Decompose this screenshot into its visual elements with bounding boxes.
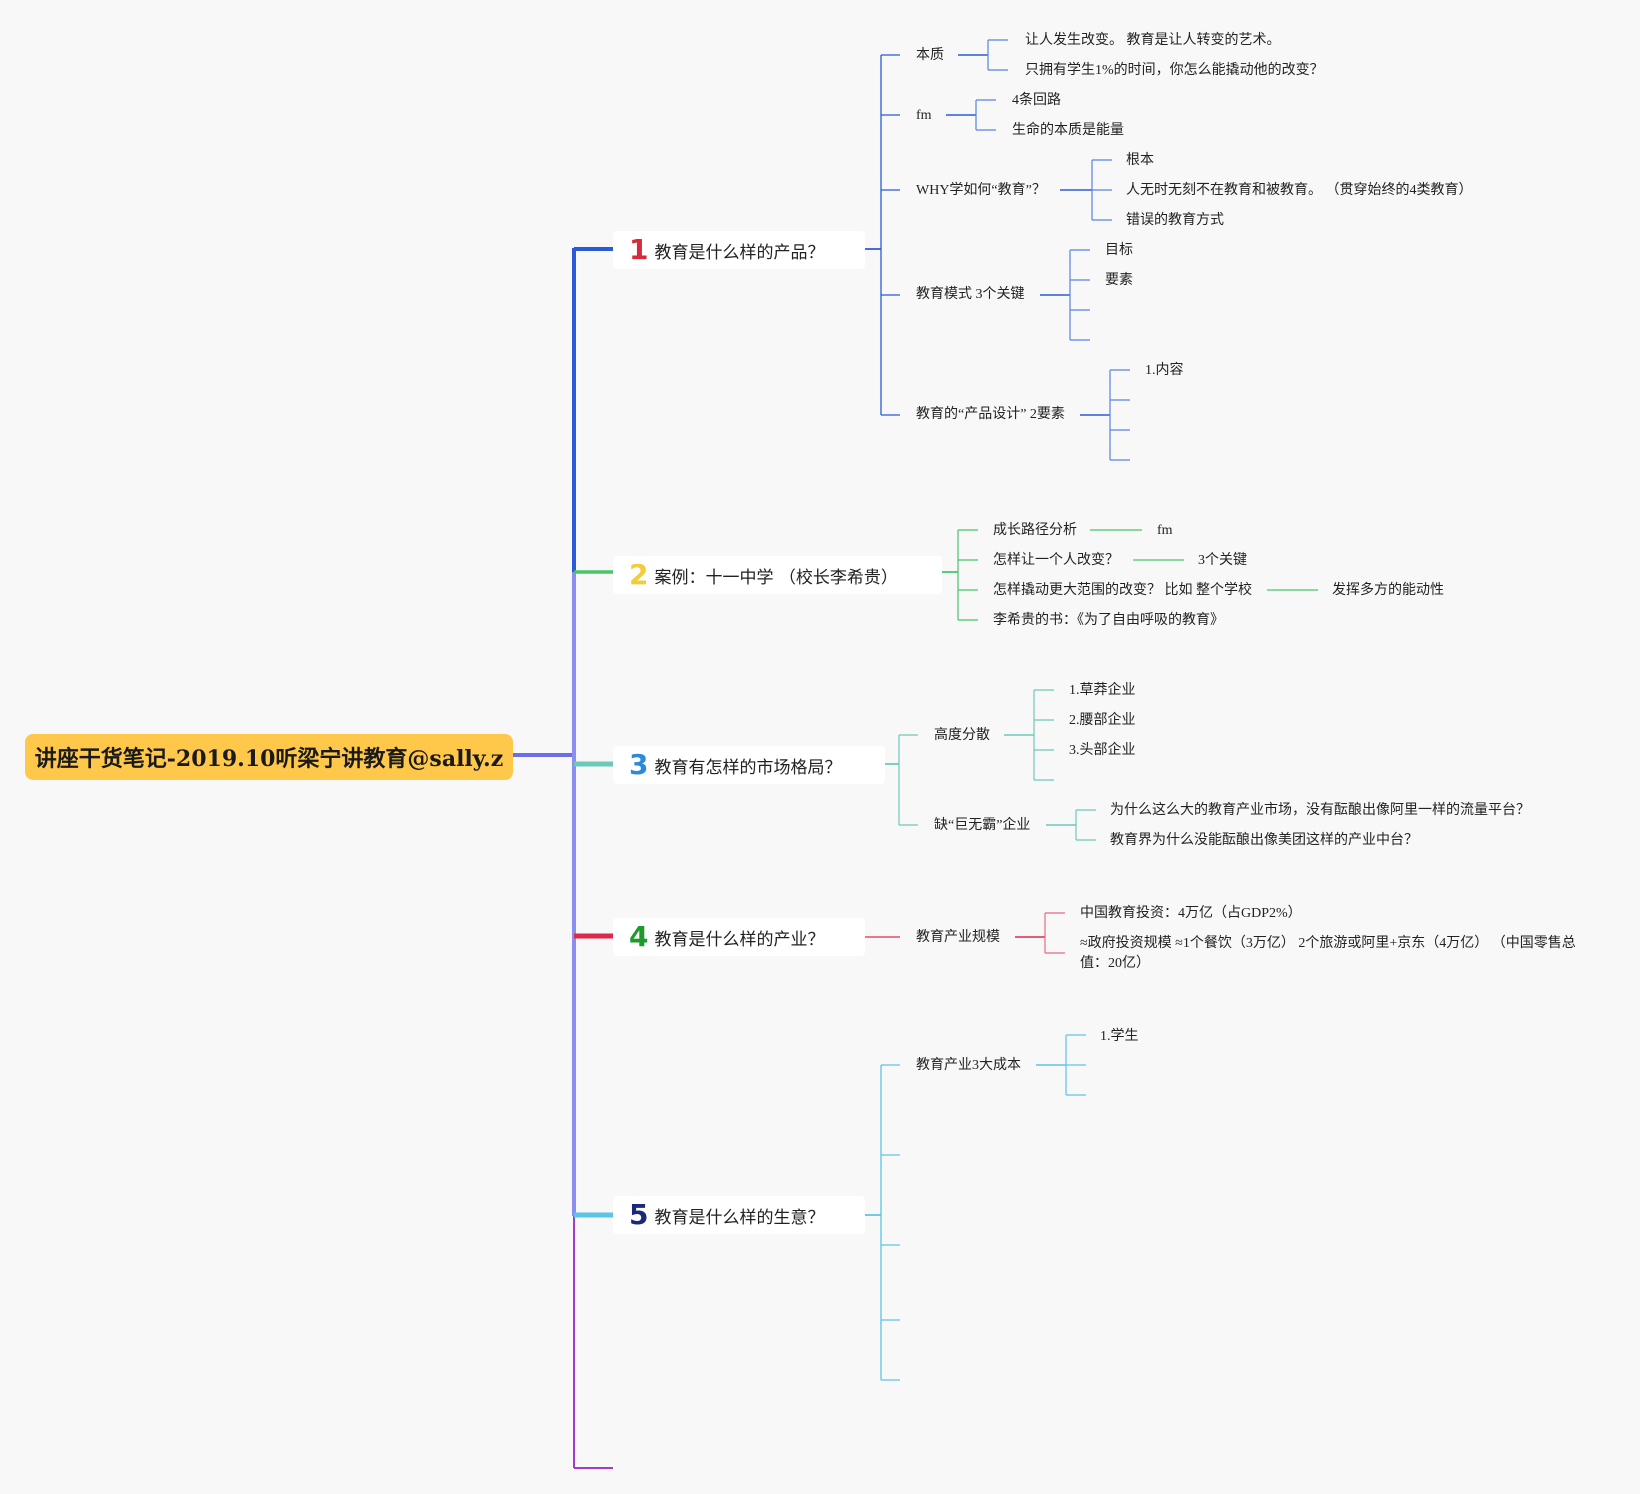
node-b2-d[interactable]: 李希贵的书：《为了自由呼吸的教育》 bbox=[993, 613, 1224, 628]
node-b5-a1[interactable]: 1.学生 bbox=[1100, 1029, 1139, 1044]
node-benzhi-a[interactable]: 让人发生改变。 教育是让人转变的艺术。 bbox=[1025, 33, 1281, 48]
node-b3-b1[interactable]: 为什么这么大的教育产业市场，没有酝酿出像阿里一样的流量平台？ bbox=[1110, 803, 1530, 818]
node-b2-b1[interactable]: 3个关键 bbox=[1198, 553, 1247, 568]
node-why-c[interactable]: 错误的教育方式 bbox=[1126, 213, 1224, 228]
node-b4-a2-line2[interactable]: 值：20亿） bbox=[1080, 956, 1150, 971]
node-b3-b2[interactable]: 教育界为什么没能酝酿出像美团这样的产业中台？ bbox=[1110, 833, 1418, 848]
branch-number: 5 bbox=[629, 1198, 649, 1231]
root-topic[interactable]: 讲座干货笔记-2019.10听梁宁讲教育@sally.z bbox=[25, 734, 513, 780]
node-benzhi[interactable]: 本质 bbox=[916, 48, 944, 63]
node-b4-a1[interactable]: 中国教育投资：4万亿（占GDP2%） bbox=[1080, 906, 1302, 921]
node-b4-a2-line1[interactable]: ≈政府投资规模 ≈1个餐饮（3万亿） 2个旅游或阿里+京东（4万亿） （中国零售… bbox=[1080, 936, 1576, 951]
node-mode-b[interactable]: 要素 bbox=[1105, 273, 1133, 288]
node-mode[interactable]: 教育模式 3个关键 bbox=[916, 287, 1025, 302]
branch-label: 教育是什么样的生意？ bbox=[654, 1207, 825, 1228]
node-b4-a[interactable]: 教育产业规模 bbox=[916, 930, 1000, 945]
node-fm-a[interactable]: 4条回路 bbox=[1012, 93, 1061, 108]
node-mode-a[interactable]: 目标 bbox=[1105, 243, 1133, 258]
node-why-a[interactable]: 根本 bbox=[1126, 153, 1154, 168]
node-fm[interactable]: fm bbox=[916, 108, 932, 123]
node-why[interactable]: WHY学如何“教育”？ bbox=[916, 183, 1046, 198]
node-b3-b[interactable]: 缺“巨无霸”企业 bbox=[934, 818, 1031, 833]
branch-4-topic[interactable]: 4 教育是什么样的产业？ bbox=[613, 918, 865, 956]
node-b2-a1[interactable]: fm bbox=[1157, 523, 1173, 538]
branch-label: 教育是什么样的产业？ bbox=[654, 929, 825, 950]
branch-2-topic[interactable]: 2 案例：十一中学 （校长李希贵） bbox=[613, 556, 942, 594]
branch-number: 1 bbox=[629, 233, 649, 266]
node-design[interactable]: 教育的“产品设计” 2要素 bbox=[916, 407, 1065, 422]
node-b3-a[interactable]: 高度分散 bbox=[934, 728, 990, 743]
node-b3-a3[interactable]: 3.头部企业 bbox=[1069, 743, 1136, 758]
node-design-a[interactable]: 1.内容 bbox=[1145, 363, 1184, 378]
node-b2-c1[interactable]: 发挥多方的能动性 bbox=[1332, 583, 1444, 598]
node-b2-a[interactable]: 成长路径分析 bbox=[993, 523, 1077, 538]
branch-number: 2 bbox=[629, 558, 649, 591]
branch-3-topic[interactable]: 3 教育有怎样的市场格局？ bbox=[613, 746, 885, 784]
node-benzhi-b[interactable]: 只拥有学生1%的时间，你怎么能撬动他的改变？ bbox=[1025, 63, 1324, 78]
branch-1-topic[interactable]: 1 教育是什么样的产品？ bbox=[613, 231, 865, 269]
node-b3-a2[interactable]: 2.腰部企业 bbox=[1069, 713, 1136, 728]
branch-number: 3 bbox=[629, 748, 649, 781]
node-b2-c[interactable]: 怎样撬动更大范围的改变？ 比如 整个学校 bbox=[993, 583, 1252, 598]
node-b3-a1[interactable]: 1.草莽企业 bbox=[1069, 683, 1136, 698]
node-b2-b[interactable]: 怎样让一个人改变？ bbox=[993, 553, 1119, 568]
node-b5-a[interactable]: 教育产业3大成本 bbox=[916, 1058, 1021, 1073]
branch-label: 案例：十一中学 （校长李希贵） bbox=[654, 567, 898, 588]
node-why-b[interactable]: 人无时无刻不在教育和被教育。 （贯穿始终的4类教育） bbox=[1126, 183, 1473, 198]
node-fm-b[interactable]: 生命的本质是能量 bbox=[1012, 123, 1124, 138]
branch-5-topic[interactable]: 5 教育是什么样的生意？ bbox=[613, 1196, 865, 1234]
branch-number: 4 bbox=[629, 920, 649, 953]
branch-label: 教育是什么样的产品？ bbox=[654, 242, 825, 263]
branch-label: 教育有怎样的市场格局？ bbox=[654, 757, 842, 778]
